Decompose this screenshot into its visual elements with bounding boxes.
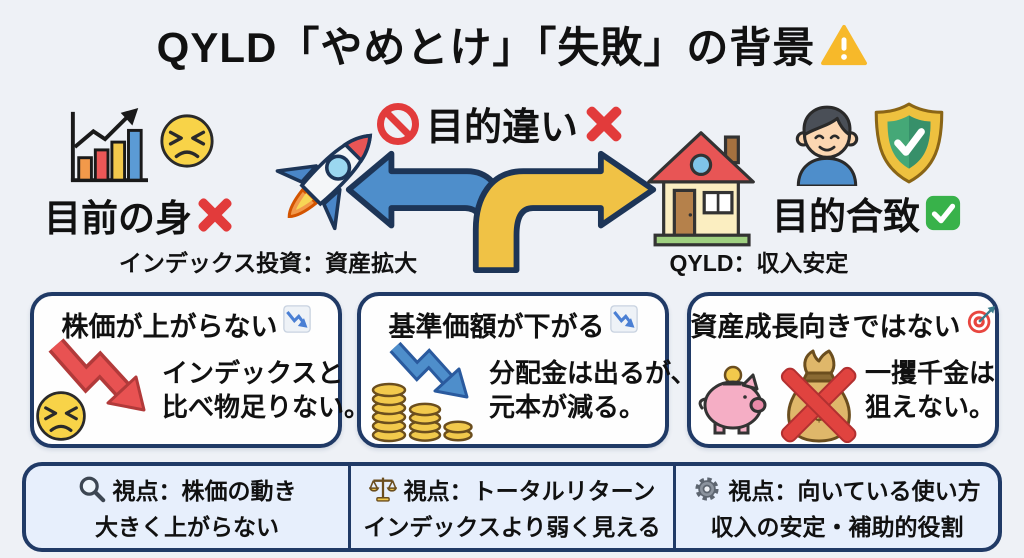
right-purpose-text: 目的合致 bbox=[772, 196, 920, 237]
frustrated-face-icon bbox=[36, 391, 86, 441]
piggy-bank-icon bbox=[698, 365, 767, 435]
rocket-icon bbox=[266, 108, 390, 238]
check-mark-icon bbox=[924, 194, 962, 232]
left-purpose-label: 目前の身 bbox=[44, 188, 234, 242]
summary-line2: 収入の安定・補助的役割 bbox=[710, 514, 964, 540]
cross-mark-icon bbox=[584, 104, 624, 144]
card-body-text: インデックスと 比べ物足りない。 bbox=[162, 358, 371, 422]
magnifier-icon bbox=[78, 475, 106, 503]
center-mismatch-label: 目的違い bbox=[330, 96, 670, 151]
card-title: 株価が上がらない bbox=[34, 305, 338, 344]
branching-arrows bbox=[340, 146, 662, 274]
reason-card-price: 株価が上がらない bbox=[30, 292, 370, 448]
frustrated-face-icon bbox=[158, 112, 216, 170]
right-purpose-label: 目的合致 bbox=[772, 186, 962, 240]
qyld-caption: QYLD：収入安定 bbox=[669, 250, 849, 276]
summary-section-return: 視点：トータルリターン インデックスより弱く見える bbox=[348, 466, 673, 548]
card-title-text: 株価が上がらない bbox=[61, 312, 278, 342]
left-purpose-text: 目前の身 bbox=[44, 198, 192, 239]
person-icon bbox=[788, 102, 866, 186]
center-mismatch-text: 目的違い bbox=[425, 107, 578, 149]
summary-bar: 視点：株価の動き 大きく上がらない bbox=[22, 462, 1002, 552]
cross-mark-icon bbox=[196, 196, 234, 234]
index-caption: インデックス投資：資産拡大 bbox=[118, 250, 418, 276]
summary-line1: 視点：株価の動き bbox=[112, 478, 297, 504]
house-icon bbox=[642, 120, 760, 248]
chart-down-icon bbox=[282, 305, 311, 333]
summary-section-usage: 視点：向いている使い方 収入の安定・補助的役割 bbox=[673, 466, 998, 548]
crossed-money-bag-icon: $ bbox=[780, 349, 857, 443]
page-title-text: QYLD「やめとけ」「失敗」の背景 bbox=[156, 24, 816, 71]
shield-check-icon bbox=[872, 100, 946, 186]
card-body-text: 一攫千金は 狙えない。 bbox=[865, 358, 996, 422]
summary-line1: 視点：トータルリターン bbox=[403, 478, 656, 504]
bar-chart-icon bbox=[64, 106, 152, 186]
card-title: 基準価額が下がる bbox=[361, 305, 665, 344]
no-entry-icon bbox=[376, 102, 420, 146]
card-title-text: 資産成長向きではない bbox=[690, 312, 961, 342]
scale-icon bbox=[368, 475, 397, 503]
piggy-and-money-bag: $ bbox=[697, 339, 865, 443]
target-icon bbox=[966, 305, 996, 335]
declining-arrow-and-angry-face bbox=[34, 338, 162, 443]
summary-line2: インデックスより弱く見える bbox=[363, 514, 661, 540]
summary-line1: 視点：向いている使い方 bbox=[728, 478, 981, 504]
warning-icon bbox=[821, 23, 868, 67]
card-title-text: 基準価額が下がる bbox=[388, 312, 605, 342]
card-title: 資産成長向きではない bbox=[691, 305, 995, 344]
summary-section-price: 視点：株価の動き 大きく上がらない bbox=[26, 466, 348, 548]
gear-icon bbox=[693, 475, 721, 503]
reason-card-growth: 資産成長向きではない bbox=[687, 292, 999, 448]
chart-down-icon bbox=[609, 305, 638, 333]
page-title: QYLD「やめとけ」「失敗」の背景 bbox=[0, 14, 1024, 75]
reason-card-nav: 基準価額が下がる bbox=[357, 292, 696, 448]
summary-line2: 大きく上がらない bbox=[95, 514, 279, 540]
coin-stacks-icon bbox=[361, 339, 489, 443]
card-body-text: 分配金は出るが、 元本が減る。 bbox=[489, 358, 697, 422]
